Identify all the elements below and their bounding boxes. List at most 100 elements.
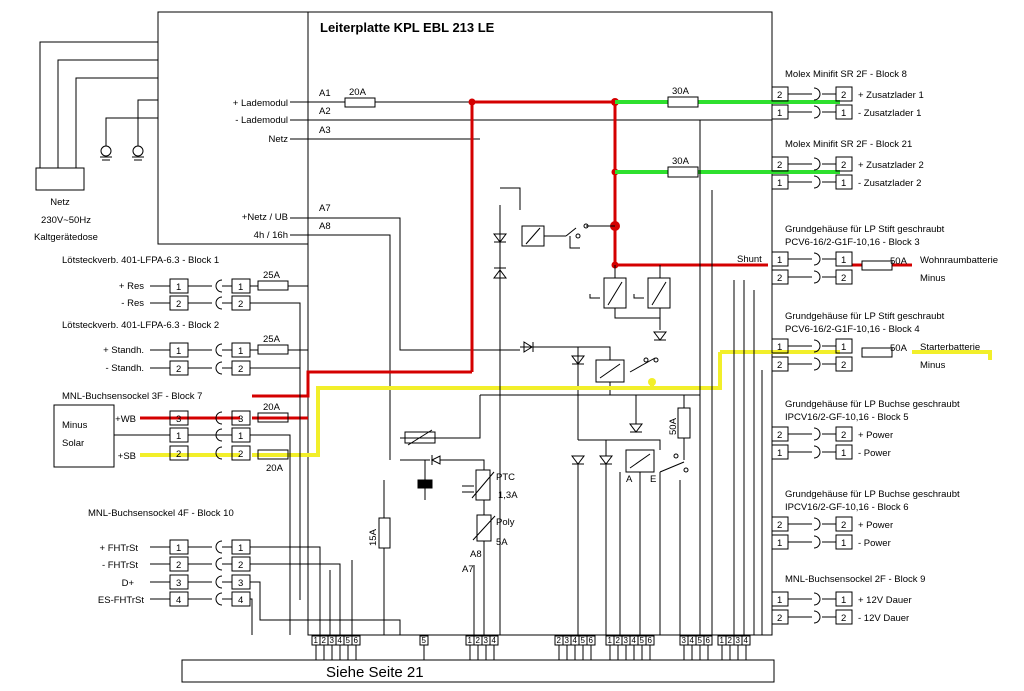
connector-label: + 12V Dauer [858, 595, 912, 606]
right-block-5: Grundgehäuse für LP Buchse geschraubtIPC… [771, 399, 960, 460]
pin: 2 [176, 560, 181, 571]
bottom-pin-number: 4 [338, 636, 343, 645]
connector-label: - Zusatzlader 1 [858, 108, 921, 119]
bottom-pin-number: 1 [314, 636, 319, 645]
pin: 2 [176, 449, 181, 460]
fuse-15a-label: 15A [368, 528, 379, 546]
relay-circuit [493, 187, 671, 341]
fuse-30a-1 [667, 96, 699, 108]
right-block-subtitle: PCV6-16/2-G1F-10,16 - Block 4 [785, 324, 920, 335]
bottom-pin-number: 2 [476, 636, 481, 645]
pin-number: 2 [777, 430, 782, 441]
mains-connector: Kaltgerätedose [34, 232, 98, 243]
pin: 2 [238, 364, 243, 375]
ground-icon [100, 145, 144, 161]
left-block-2-title: Lötsteckverb. 401-LFPA-6.3 - Block 2 [62, 320, 219, 331]
module-pin-a7: A7 [319, 203, 331, 214]
right-block-subtitle: PCV6-16/2-G1F-10,16 - Block 3 [785, 237, 920, 248]
bottom-pin-number: 6 [648, 636, 653, 645]
module-pin-labels: + Lademodul - Lademodul Netz +Netz / UB … [233, 88, 331, 241]
left-block-10-row1: + FHTrSt [100, 543, 139, 554]
pin-number: 1 [841, 595, 846, 606]
fuse-30a-2 [667, 166, 699, 178]
pin-number: 1 [777, 595, 782, 606]
bottom-pin-number: 4 [690, 636, 695, 645]
right-block-title: Grundgehäuse für LP Buchse geschraubt [785, 399, 960, 410]
pin-number: 2 [841, 160, 846, 171]
pin-number: 2 [777, 90, 782, 101]
connector-label: + Power [858, 520, 893, 531]
fuse-30a-2-label: 30A [672, 156, 690, 167]
fuse-25a-1-label: 25A [263, 270, 281, 281]
left-block-7-title: MNL-Buchsensockel 3F - Block 7 [62, 391, 202, 402]
pin: 3 [176, 578, 181, 589]
right-block-title: MNL-Buchsensockel 2F - Block 9 [785, 574, 925, 585]
pin: 1 [238, 282, 243, 293]
pin-number: 1 [777, 538, 782, 549]
solar-l2: Solar [62, 438, 84, 449]
right-block-6: Grundgehäuse für LP Buchse geschraubtIPC… [771, 489, 960, 550]
bottom-pin-number: 2 [557, 636, 562, 645]
module-pin-a1: A1 [319, 88, 331, 99]
fuse-15a [378, 517, 391, 549]
starter-junction [648, 378, 656, 386]
left-block-10-row3: D+ [122, 578, 135, 589]
bottom-pin-number: 6 [354, 636, 359, 645]
pin: 1 [176, 346, 181, 357]
left-block-10-row4: ES-FHTrSt [98, 595, 144, 606]
pin-number: 2 [777, 613, 782, 624]
pin-number: 1 [841, 178, 846, 189]
pin-number: 1 [841, 108, 846, 119]
right-block-subtitle: IPCV16/2-GF-10,16 - Block 6 [785, 502, 909, 513]
bottom-pin-number: 3 [682, 636, 687, 645]
connector-label: Wohnraumbatterie [920, 255, 998, 266]
connector-label: Minus [920, 360, 946, 371]
bottom-pin-number: 4 [744, 636, 749, 645]
bottom-pin-number: 5 [581, 636, 586, 645]
bottom-pin-number: 1 [720, 636, 725, 645]
solar-l1: Minus [62, 420, 88, 431]
pin-number: 2 [777, 160, 782, 171]
right-block-title: Grundgehäuse für LP Stift geschraubt [785, 224, 945, 235]
footer-bar [181, 659, 775, 683]
left-block-2-row1: + Standh. [103, 345, 144, 356]
relay-a-label: A [626, 474, 633, 485]
pin-number: 1 [841, 342, 846, 353]
bottom-pin-number: 5 [640, 636, 645, 645]
left-block-7-wb: +WB [115, 414, 136, 425]
bottom-pin-number: 2 [616, 636, 621, 645]
connector-label: - Power [858, 538, 891, 549]
bottom-pin-number: 3 [624, 636, 629, 645]
fuse-20a-top-label: 20A [349, 87, 367, 98]
pin-number: 2 [841, 360, 846, 371]
pin-number: 2 [841, 90, 846, 101]
bottom-pin-number: 5 [422, 636, 427, 645]
pin: 3 [238, 578, 243, 589]
pin-number: 2 [841, 430, 846, 441]
left-block-1-title: Lötsteckverb. 401-LFPA-6.3 - Block 1 [62, 255, 219, 266]
aux-charger-lines [615, 100, 840, 174]
module-label-netz: Netz [268, 134, 288, 145]
bottom-pin-number: 3 [565, 636, 570, 645]
pin-number: 1 [841, 255, 846, 266]
fuse-30a-1-label: 30A [672, 86, 690, 97]
pin-number: 2 [777, 520, 782, 531]
bottom-pin-number: 2 [322, 636, 327, 645]
connector-label: Minus [920, 273, 946, 284]
right-block-subtitle: IPCV16/2-GF-10,16 - Block 5 [785, 412, 909, 423]
pin-number: 1 [777, 178, 782, 189]
bottom-pin-number: 3 [330, 636, 335, 645]
poly-value: 5A [496, 537, 508, 548]
left-block-1-row1: + Res [119, 281, 144, 292]
connector-label: - Power [858, 448, 891, 459]
positive-bus [252, 100, 768, 398]
connector-label: Starterbatterie [920, 342, 980, 353]
fuse-50a-start [861, 347, 893, 358]
pin: 4 [238, 595, 243, 606]
module-label-ub: +Netz / UB [242, 212, 288, 223]
pin-number: 1 [777, 108, 782, 119]
charger-module-box [157, 11, 309, 245]
